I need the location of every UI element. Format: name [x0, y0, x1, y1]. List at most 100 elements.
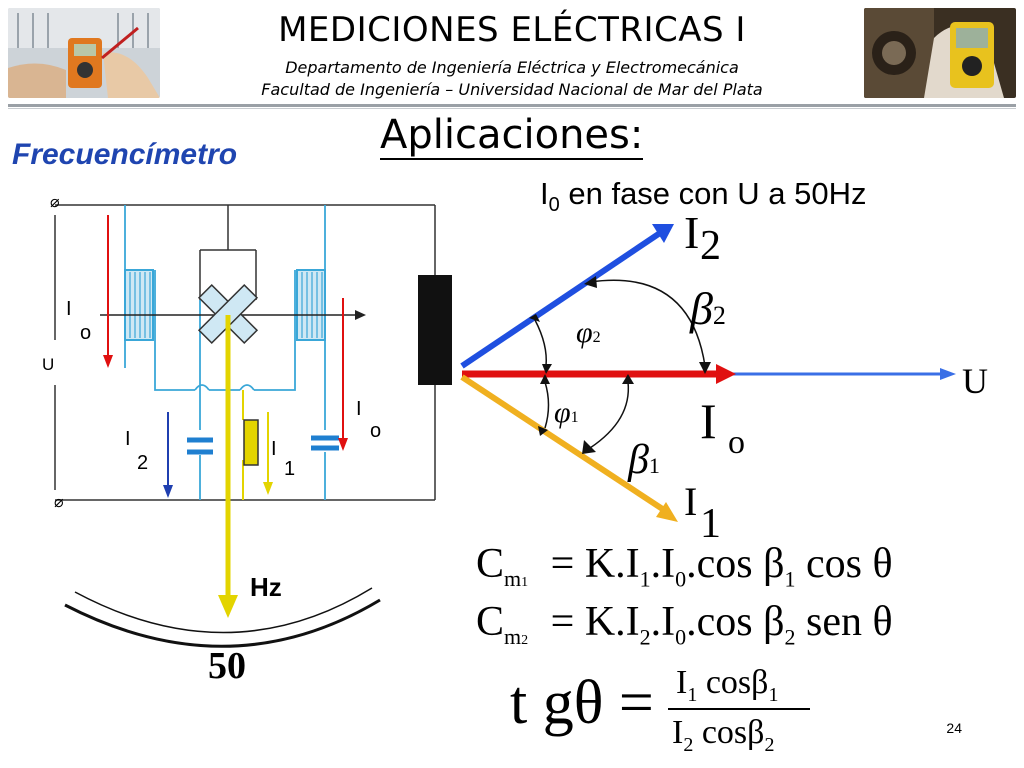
eq2-rhs-b-sub: 0: [675, 624, 687, 650]
eq2-c: C: [476, 599, 505, 645]
eq1-rhs-a-sub: 1: [639, 566, 651, 592]
den-i-sub: 2: [683, 733, 694, 756]
circuit-wires: [54, 204, 436, 501]
phasor-beta2: β2: [690, 282, 726, 335]
phasor-phi1-symbol: φ: [554, 396, 571, 429]
num-i: I: [676, 664, 688, 701]
terminal-top: ⌀: [50, 194, 60, 211]
eq2-subsub: 2: [521, 633, 529, 649]
faculty-subtitle: Facultad de Ingeniería – Universidad Nac…: [261, 80, 763, 99]
eq1-rhs-b: .I: [650, 541, 676, 587]
fraction-bar: [668, 708, 810, 710]
phasor-i1-n: 1: [700, 501, 721, 547]
num-rest-sub: 1: [768, 683, 779, 706]
capacitor-left: [187, 437, 213, 455]
coil-wires: [124, 205, 326, 500]
u-phasor-arrowhead: [940, 368, 956, 380]
phasor-beta2-symbol: β: [690, 283, 713, 334]
eq2-rhs-d: sen θ: [795, 599, 893, 645]
phasor-i2-i: I: [684, 207, 700, 258]
phi2-arc-head-a: [529, 314, 540, 322]
i1-label-i: I: [271, 438, 277, 460]
phase-note-sub: 0: [548, 194, 560, 217]
phase-note-rest: en fase con U a 50Hz: [559, 176, 867, 211]
den-rest-sub: 2: [764, 733, 775, 756]
phasor-beta2-sub: 2: [712, 301, 726, 330]
num-i-sub: 1: [687, 683, 698, 706]
eq2-rhs-a: = K.I: [550, 599, 640, 645]
phasor-io-i: I: [700, 393, 717, 449]
i2-phasor-arrowhead: [652, 224, 674, 243]
i2-arrowhead: [163, 485, 173, 498]
phase-note-i: I: [540, 176, 549, 211]
i1-label-n: 1: [284, 458, 296, 480]
page-number: 24: [946, 720, 962, 736]
voltage-label-u: U: [42, 355, 55, 374]
eq1-c: C: [476, 541, 505, 587]
tangent-lhs: t gθ =: [510, 669, 654, 737]
header-photo-right: [864, 8, 1016, 98]
io-left-arrowhead: [103, 355, 113, 368]
capacitor-right: [311, 435, 339, 451]
eq1-sub: m: [504, 566, 522, 592]
eq1-rhs-b-sub: 0: [675, 566, 687, 592]
i1-phasor-line: [460, 374, 666, 513]
beta2-arc-head-b: [699, 362, 711, 374]
io-right-label-i: I: [356, 398, 362, 420]
beta1-arc-head-b: [582, 440, 596, 454]
phi2-arc: [534, 319, 548, 367]
multimeter-photo-left-illustration: [8, 8, 160, 98]
phasor-beta1-sub: 1: [648, 453, 660, 478]
pointer-tip: [218, 595, 238, 618]
left-coil: [124, 269, 154, 341]
den-rest: cosβ: [693, 714, 765, 751]
tangent-denominator: I2 cosβ2: [672, 714, 774, 757]
eq1-subsub: 1: [521, 575, 529, 591]
num-rest: cosβ: [697, 664, 769, 701]
phasor-phi1: φ1: [554, 396, 579, 430]
eq2-rhs-c: .cos β: [686, 599, 785, 645]
header-divider: [8, 104, 1016, 107]
crossed-moving-coils: [197, 283, 259, 345]
frequency-meter-circuit: [54, 204, 452, 648]
den-i: I: [672, 714, 684, 751]
io-phasor-arrowhead: [716, 364, 736, 384]
phasor-diagram: [460, 224, 956, 522]
i1-phasor-arrowhead: [656, 502, 678, 522]
phasor-io-o: o: [728, 424, 745, 461]
department-subtitle: Departamento de Ingeniería Eléctrica y E…: [285, 58, 739, 77]
course-title: MEDICIONES ELÉCTRICAS I: [278, 10, 746, 50]
eq1-rhs-c: .cos β: [686, 541, 785, 587]
torque-equation-1: Cm1 = K.I1.I0.cos β1 cos θ: [476, 540, 893, 592]
phasor-u: U: [962, 361, 988, 401]
phasor-beta1-symbol: β: [628, 437, 649, 483]
phasor-i2-n: 2: [700, 223, 721, 269]
scale-arc-outer: [64, 598, 381, 648]
phase-note: I0 en fase con U a 50Hz: [540, 176, 866, 217]
phasor-phi2-symbol: φ: [576, 316, 593, 349]
header-photo-left: [8, 8, 160, 98]
i2-label-n: 2: [137, 452, 149, 474]
terminal-bottom: ⌀: [54, 494, 64, 511]
eq1-rhs-d: cos θ: [795, 541, 893, 587]
axis-arrowhead: [355, 310, 366, 320]
io-right-arrowhead: [338, 438, 348, 451]
io-left-label-o: o: [80, 322, 92, 344]
beta1-arc: [589, 381, 630, 449]
phi1-arc-head-a: [540, 374, 550, 384]
header-divider-thin: [8, 108, 1016, 109]
phasor-phi1-sub: 1: [570, 409, 579, 426]
scale-arc-inner: [74, 587, 373, 634]
slide-heading-text: Aplicaciones:: [380, 112, 644, 160]
eq1-rhs-a: = K.I: [550, 541, 640, 587]
eq2-rhs-c-sub: 2: [784, 624, 796, 650]
eq1-rhs-c-sub: 1: [784, 566, 796, 592]
eq2-sub: m: [504, 624, 522, 650]
scale-value-50: 50: [208, 645, 246, 687]
torque-equation-2: Cm2 = K.I2.I0.cos β2 sen θ: [476, 598, 893, 650]
multimeter-photo-right-illustration: [864, 8, 1016, 98]
tangent-numerator: I1 cosβ1: [676, 664, 778, 707]
i2-phasor-line: [460, 230, 662, 369]
phi1-arc-head-b: [538, 426, 548, 436]
i1-arrowhead: [263, 482, 273, 495]
